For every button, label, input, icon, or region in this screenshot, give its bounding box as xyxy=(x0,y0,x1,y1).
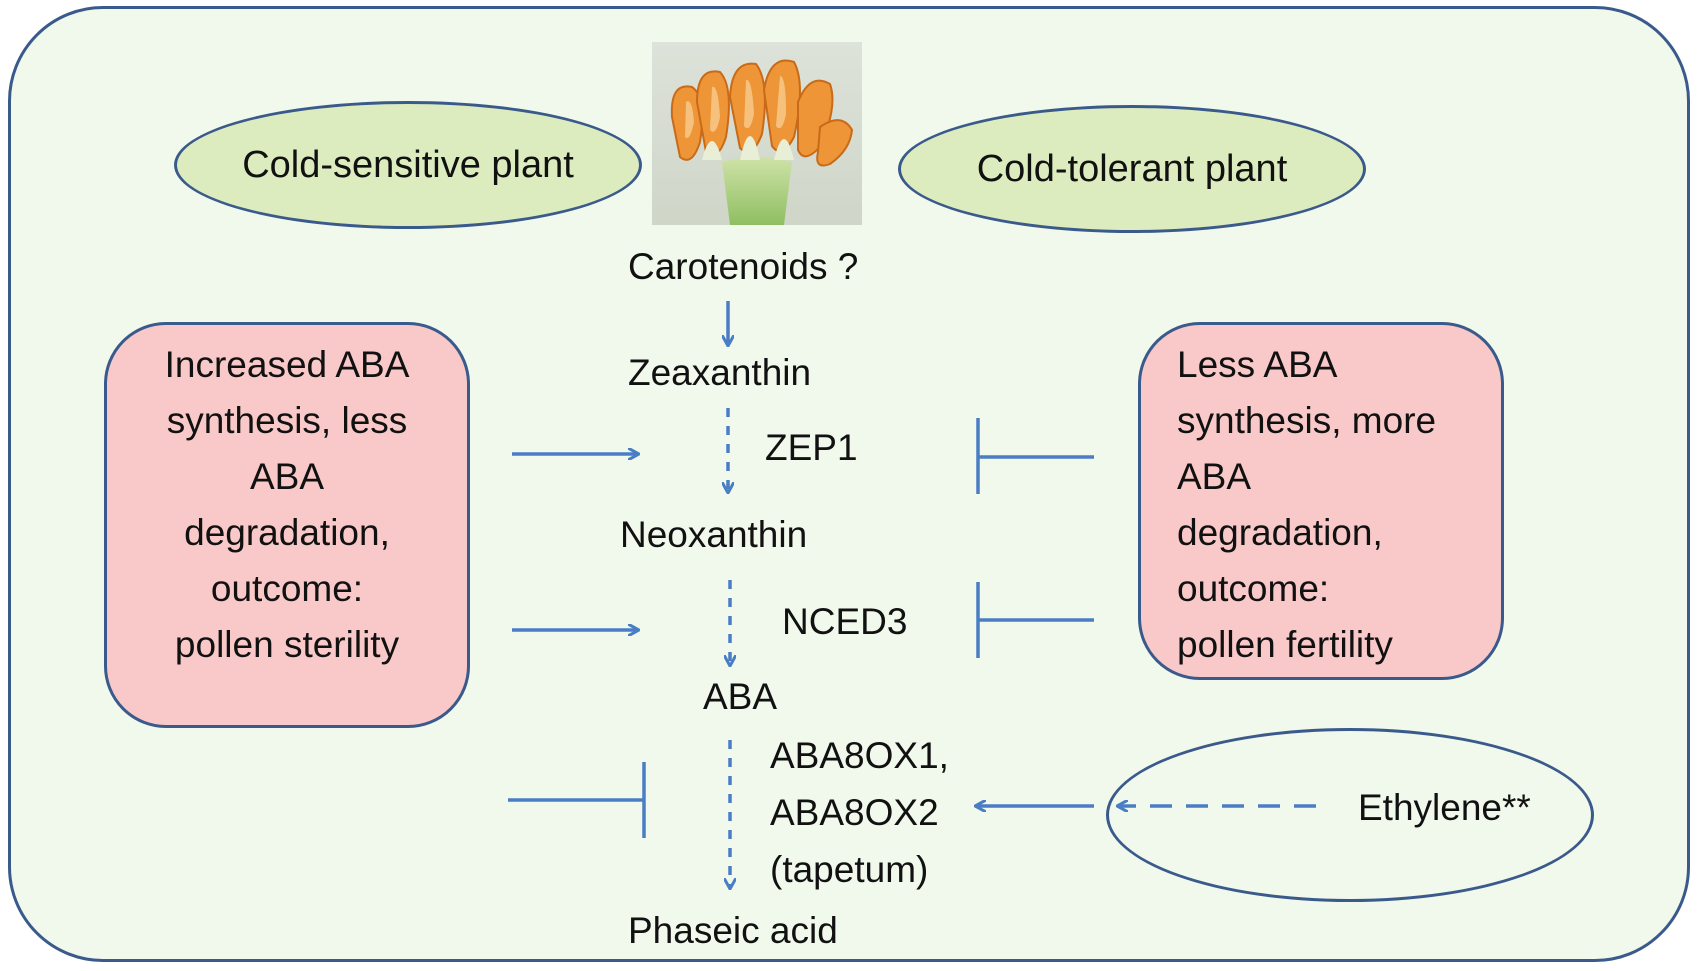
right-box-line: outcome: xyxy=(1177,568,1330,609)
cold-sensitive-label: Cold-sensitive plant xyxy=(242,143,574,186)
cold-tolerant-oval: Cold-tolerant plant xyxy=(898,105,1366,233)
neoxanthin-label: Neoxanthin xyxy=(620,514,808,555)
right-box-line: Less ABA xyxy=(1177,344,1338,385)
flower-anthers-image xyxy=(652,42,862,225)
cold-tolerant-effect-box: Less ABA synthesis, more ABA degradation… xyxy=(1138,322,1504,680)
left-box-line: ABA xyxy=(249,456,325,497)
right-box-line: ABA xyxy=(1177,456,1252,497)
aba-label: ABA xyxy=(703,676,778,717)
cold-sensitive-oval: Cold-sensitive plant xyxy=(174,101,642,229)
aba8ox2-label: ABA8OX2 xyxy=(770,792,939,833)
cold-sensitive-effect-box: Increased ABA synthesis, less ABA degrad… xyxy=(104,322,470,728)
carotenoids-label: Carotenoids ? xyxy=(628,246,859,287)
ethylene-label: Ethylene** xyxy=(1358,787,1531,828)
flower-anthers-photo xyxy=(652,42,862,225)
cold-tolerant-label: Cold-tolerant plant xyxy=(976,147,1288,190)
aba8ox1-label: ABA8OX1, xyxy=(770,735,949,776)
nced3-label: NCED3 xyxy=(782,601,908,642)
right-box-line: pollen fertility xyxy=(1177,624,1393,665)
left-box-line: synthesis, less xyxy=(166,400,408,441)
left-box-line: Increased ABA xyxy=(164,344,410,385)
zeaxanthin-label: Zeaxanthin xyxy=(628,352,812,393)
left-box-line: outcome: xyxy=(210,568,364,609)
right-box-line: degradation, xyxy=(1177,512,1383,553)
right-box-line: synthesis, more xyxy=(1177,400,1437,441)
tapetum-label: (tapetum) xyxy=(770,849,929,890)
zep1-label: ZEP1 xyxy=(765,427,858,468)
phaseic-acid-label: Phaseic acid xyxy=(628,910,838,951)
left-box-line: degradation, xyxy=(184,512,390,553)
ethylene-oval xyxy=(1106,728,1594,902)
left-box-line: pollen sterility xyxy=(174,624,400,665)
